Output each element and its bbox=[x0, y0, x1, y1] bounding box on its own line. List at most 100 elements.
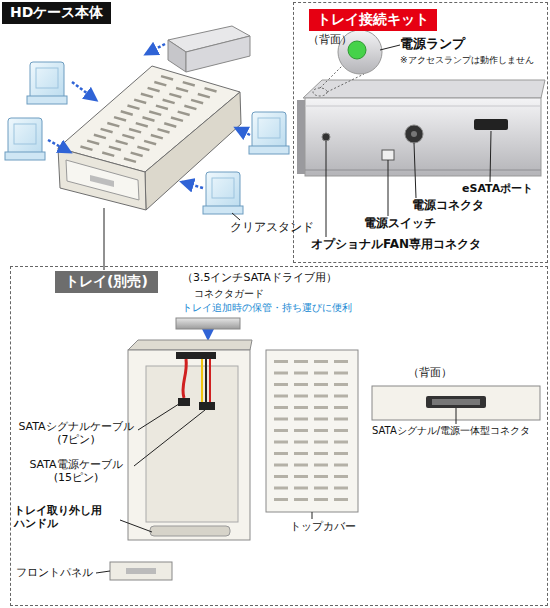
vent-slot bbox=[274, 395, 288, 398]
front-panel-plate bbox=[126, 568, 156, 574]
kit-side bbox=[186, 36, 250, 72]
vent-slot bbox=[191, 100, 203, 103]
vent-slot bbox=[294, 360, 308, 363]
vent-slot bbox=[101, 129, 113, 132]
vent-slot bbox=[87, 141, 99, 144]
dashed-arrow bbox=[236, 128, 250, 135]
vent-slot bbox=[294, 395, 308, 398]
vent-slot bbox=[334, 418, 348, 421]
vent-slot bbox=[127, 105, 139, 108]
callout-label: コネクタガード bbox=[194, 288, 264, 300]
vent-slot bbox=[176, 88, 188, 91]
vent-slot bbox=[107, 123, 119, 126]
stand-window bbox=[212, 178, 234, 198]
zoom-line bbox=[320, 66, 342, 88]
vent-slot bbox=[274, 464, 288, 467]
tray-connector bbox=[176, 352, 216, 359]
callout-label: 電源コネクタ bbox=[412, 198, 484, 212]
vent-slot bbox=[314, 383, 328, 386]
vent-slot bbox=[334, 429, 348, 432]
vent-slot bbox=[274, 429, 288, 432]
vent-slot bbox=[334, 395, 348, 398]
stand-window bbox=[258, 118, 280, 138]
clear-stand bbox=[249, 112, 289, 154]
callout-label: （3.5インチSATAドライブ用） bbox=[182, 271, 337, 284]
clear-stand bbox=[5, 118, 45, 160]
power-wire bbox=[209, 359, 211, 402]
tray-handle bbox=[150, 526, 230, 536]
vent-slot bbox=[164, 123, 176, 126]
vent-slot bbox=[294, 487, 308, 490]
vent-slot bbox=[274, 452, 288, 455]
vent-slot bbox=[158, 129, 170, 132]
vent-slot bbox=[274, 383, 288, 386]
callout-label: SATAシグナルケーブル (7ピン) bbox=[12, 420, 140, 446]
stand-foot bbox=[27, 96, 67, 104]
vent-slot bbox=[314, 441, 328, 444]
vent-slot bbox=[314, 452, 328, 455]
tray-back-wall bbox=[128, 340, 252, 350]
vent-slot bbox=[149, 111, 161, 114]
vent-slot bbox=[334, 360, 348, 363]
leader-line bbox=[312, 512, 313, 519]
vent-slot bbox=[294, 475, 308, 478]
vent-slot bbox=[205, 88, 217, 91]
vent-slot bbox=[274, 406, 288, 409]
vent-slot bbox=[294, 452, 308, 455]
vent-slot bbox=[124, 158, 136, 161]
callout-label: ※アクセスランプは動作しません bbox=[400, 55, 534, 66]
vent-slot bbox=[294, 429, 308, 432]
callout-label: トレイ取り外し用 ハンドル bbox=[14, 504, 124, 530]
vent-slot bbox=[154, 82, 166, 85]
callout-label: eSATAポート bbox=[462, 182, 533, 195]
stand-foot bbox=[249, 146, 289, 154]
vent-slot bbox=[294, 464, 308, 467]
callout-label: SATA電源ケーブル (15ピン) bbox=[16, 458, 136, 484]
callout-label: （背面） bbox=[308, 33, 352, 46]
vent-slot bbox=[294, 441, 308, 444]
vent-slot bbox=[143, 117, 155, 120]
power-wire bbox=[205, 359, 207, 402]
vent-slot bbox=[198, 94, 210, 97]
vent-slot bbox=[178, 112, 190, 115]
cover-slots bbox=[274, 360, 348, 501]
vent-slot bbox=[148, 88, 160, 91]
vent-slot bbox=[334, 498, 348, 501]
vent-slot bbox=[109, 147, 121, 150]
leader-line bbox=[388, 160, 389, 216]
dashed-arrow bbox=[48, 140, 70, 152]
vent-slot bbox=[334, 475, 348, 478]
vent-slot bbox=[314, 487, 328, 490]
dashed-arrow bbox=[146, 44, 165, 54]
case-bezel bbox=[66, 160, 139, 200]
power-plug bbox=[199, 402, 215, 410]
leader-line bbox=[414, 143, 416, 198]
signal-cable bbox=[183, 359, 186, 398]
vent-slot bbox=[334, 464, 348, 467]
vent-slot bbox=[294, 372, 308, 375]
esata-port bbox=[474, 119, 508, 130]
vent-slot bbox=[334, 441, 348, 444]
leader-line bbox=[326, 141, 327, 237]
vent-slot bbox=[134, 100, 146, 103]
stand-window bbox=[14, 124, 36, 144]
zoom-line bbox=[327, 74, 364, 92]
vent-slot bbox=[294, 418, 308, 421]
vent-slot bbox=[294, 406, 308, 409]
kit-photo-top bbox=[303, 80, 545, 98]
vent-slot bbox=[151, 135, 163, 138]
power-switch bbox=[382, 150, 394, 160]
callout-label: フロントパネル bbox=[16, 566, 93, 579]
clear-stand bbox=[27, 62, 67, 104]
front-panel bbox=[110, 562, 172, 580]
clear-stands bbox=[5, 62, 289, 214]
vent-slot bbox=[163, 100, 175, 103]
top-cover bbox=[266, 350, 358, 512]
leader-line bbox=[232, 213, 240, 220]
vent-slot bbox=[334, 487, 348, 490]
leader-line bbox=[138, 402, 182, 430]
vent-slot bbox=[314, 372, 328, 375]
callout-label: SATAシグナル/電源一体型コネクタ bbox=[372, 425, 530, 437]
vent-slot bbox=[121, 111, 133, 114]
